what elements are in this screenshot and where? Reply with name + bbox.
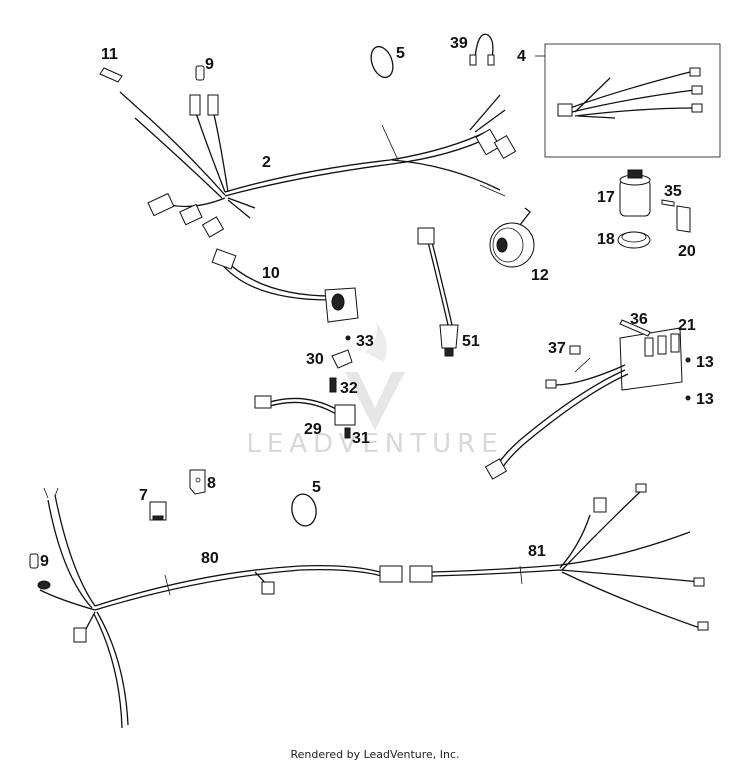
footer-credit: Rendered by LeadVenture, Inc.	[290, 748, 460, 761]
watermark: LEADVENTURE	[246, 322, 503, 459]
callout-10: 10	[262, 265, 280, 282]
callout-2: 2	[262, 154, 271, 171]
callout-13-upper: 13	[696, 354, 714, 371]
callout-8: 8	[207, 475, 216, 492]
part-30-bracket[interactable]	[331, 349, 353, 369]
wiring-harness-2[interactable]	[119, 91, 517, 238]
wiring-harness-81[interactable]	[409, 483, 709, 631]
part-20-bracket[interactable]	[676, 205, 691, 233]
part-37-screw[interactable]	[569, 345, 581, 355]
callout-32: 32	[340, 380, 358, 397]
part-12-horn[interactable]	[489, 207, 535, 268]
connector	[189, 94, 201, 116]
part-13-nut-upper[interactable]	[685, 357, 691, 363]
callout-81: 81	[528, 543, 546, 560]
part-5-cable-tie[interactable]	[289, 492, 318, 528]
callout-35: 35	[664, 183, 682, 200]
part-35-screw[interactable]	[661, 199, 675, 207]
part-51-sensor[interactable]	[417, 227, 459, 357]
callout-17: 17	[597, 189, 615, 206]
part-11-fuse[interactable]	[99, 67, 123, 83]
part-31-screw[interactable]	[344, 427, 351, 439]
callout-7: 7	[139, 487, 148, 504]
callout-31: 31	[352, 430, 370, 447]
callout-29: 29	[304, 421, 322, 438]
callout-20: 20	[678, 243, 696, 260]
part-18-ring[interactable]	[617, 231, 651, 249]
callout-18: 18	[597, 231, 615, 248]
part-8-bracket[interactable]	[189, 469, 206, 495]
callout-21: 21	[678, 317, 696, 334]
part-9-fuse[interactable]	[195, 65, 205, 81]
part-36-bolt[interactable]	[619, 319, 651, 337]
callout-33: 33	[356, 333, 374, 350]
callout-30: 30	[306, 351, 324, 368]
part-5-cable-tie[interactable]	[367, 44, 397, 81]
part-10-switch-harness[interactable]	[211, 248, 359, 323]
part-17-capacitor[interactable]	[619, 169, 651, 217]
callout-11: 11	[101, 46, 118, 63]
part-21-regulator[interactable]	[484, 327, 683, 480]
callout-51: 51	[462, 333, 480, 350]
callout-4: 4	[517, 48, 526, 65]
callout-12: 12	[531, 267, 549, 284]
callout-5-lower: 5	[312, 479, 321, 496]
callout-36: 36	[630, 311, 648, 328]
callout-80: 80	[201, 550, 219, 567]
wiring-harness-80[interactable]	[37, 487, 403, 729]
part-39-wire[interactable]	[469, 33, 495, 66]
callout-13-lower: 13	[696, 391, 714, 408]
part-7-relay[interactable]	[149, 501, 167, 521]
callout-9: 9	[205, 56, 214, 73]
callout-39: 39	[450, 35, 468, 52]
watermark-text: LEADVENTURE	[246, 429, 503, 459]
callout-9-lower: 9	[40, 553, 49, 570]
part-13-nut-lower[interactable]	[685, 395, 691, 401]
part-33-nut[interactable]	[345, 335, 351, 341]
callout-labels: 11 9 5 39 4 2 17 35 18 20 10 12 33 30 51…	[40, 35, 714, 570]
part-32-screw[interactable]	[329, 377, 337, 393]
part-29-switch[interactable]	[254, 395, 356, 426]
callout-5: 5	[396, 45, 405, 62]
part-9-fuse[interactable]	[29, 553, 39, 569]
callout-37: 37	[548, 340, 566, 357]
part-4-sub-harness[interactable]	[535, 43, 721, 158]
